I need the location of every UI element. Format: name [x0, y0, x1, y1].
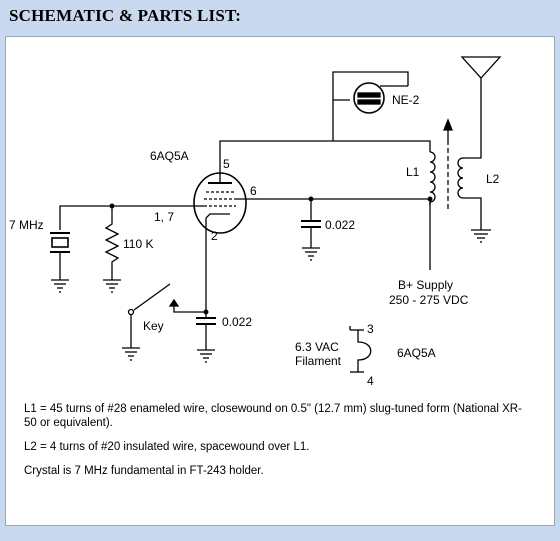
note-l1: L1 = 45 turns of #28 enameled wire, clos…: [24, 403, 522, 429]
filament-tube-label: 6AQ5A: [397, 346, 436, 360]
schematic-panel: [5, 36, 555, 526]
neon-lamp-ne2: [332, 71, 409, 141]
page-title: SCHEMATIC & PARTS LIST:: [9, 6, 242, 25]
filament-label: Filament: [295, 354, 342, 368]
cathode-lead: [173, 218, 209, 315]
bplus-label: B+ Supply: [398, 278, 453, 292]
cap-screen-label: 0.022: [325, 218, 355, 232]
filament-voltage-label: 6.3 VAC: [295, 340, 339, 354]
note-l2: L2 = 4 turns of #20 insulated wire, spac…: [24, 441, 310, 453]
capacitor-screen: [301, 199, 321, 261]
crystal-label: 7 MHz: [9, 218, 44, 232]
key-label: Key: [143, 319, 164, 333]
pin17-label: 1, 7: [154, 210, 174, 224]
note-crystal: Crystal is 7 MHz fundamental in FT-243 h…: [24, 465, 264, 477]
neon-label: NE-2: [392, 93, 420, 107]
pin5-label: 5: [223, 157, 230, 171]
l2-label: L2: [486, 172, 500, 186]
tube-label: 6AQ5A: [150, 149, 189, 163]
l1-label: L1: [406, 165, 420, 179]
cap-cathode-label: 0.022: [222, 315, 252, 329]
resistor-110k: [103, 206, 121, 293]
plate-lead: [219, 140, 431, 183]
filament-pin3-label: 3: [367, 322, 374, 336]
coil-l1: [429, 118, 453, 210]
filament-connection: [349, 326, 372, 373]
bplus-voltage-label: 250 - 275 VDC: [389, 293, 469, 307]
filament-pin4-label: 4: [367, 374, 374, 388]
screen-lead: [236, 196, 433, 270]
pin2-label: 2: [211, 229, 218, 243]
telegraph-key: [122, 283, 180, 361]
capacitor-cathode: [196, 312, 216, 363]
parts-list: L1 = 45 turns of #28 enameled wire, clos…: [24, 368, 534, 488]
grid-lead: [59, 203, 204, 230]
resistor-label: 110 K: [123, 237, 153, 251]
pin6-label: 6: [250, 184, 257, 198]
crystal-7mhz: [50, 232, 70, 293]
coil-l2-antenna: [457, 56, 502, 243]
